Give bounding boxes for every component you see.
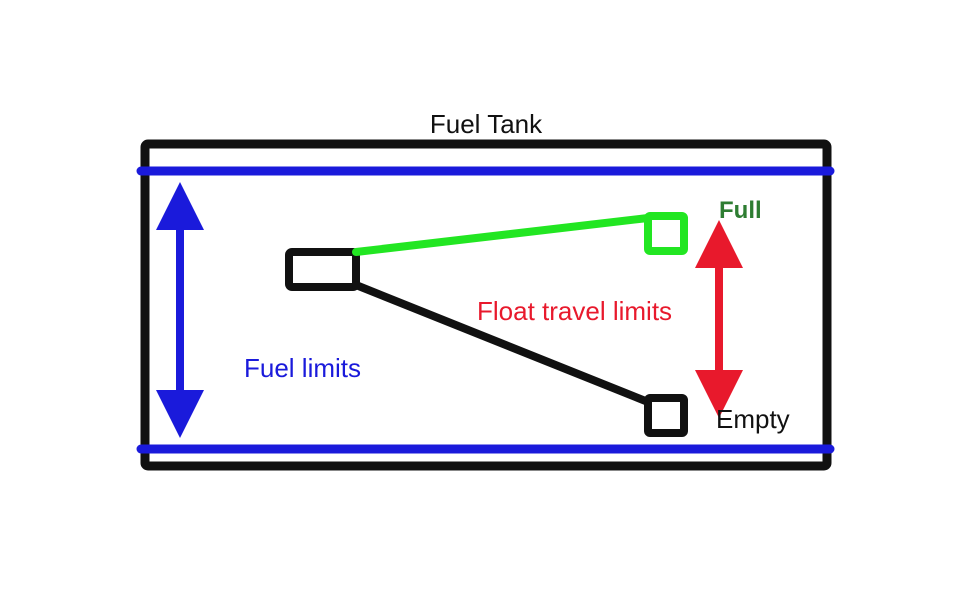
fuel-limits-label: Fuel limits — [244, 353, 361, 383]
float-full-position — [644, 212, 688, 255]
float-pivot — [285, 248, 360, 291]
tank-outline — [140, 139, 832, 471]
float-empty-position — [644, 394, 688, 437]
float-travel-label: Float travel limits — [477, 296, 672, 326]
empty-label: Empty — [716, 404, 790, 434]
tank-title: Fuel Tank — [430, 109, 543, 139]
full-label: Full — [719, 197, 762, 224]
float-arm-full — [352, 214, 652, 256]
float-arm-empty — [352, 281, 652, 406]
